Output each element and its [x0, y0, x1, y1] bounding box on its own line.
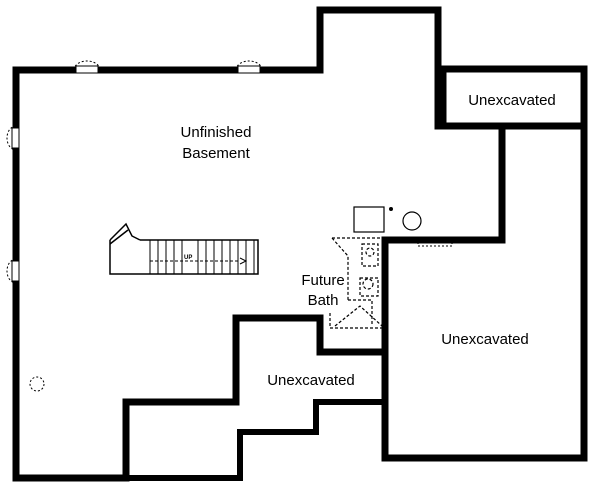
unfinished-basement-label-line2: Basement	[182, 145, 250, 162]
stair-direction-label: UP	[184, 255, 192, 261]
staircase	[109, 222, 259, 275]
basement-outer-wall	[12, 6, 506, 482]
unfinished-basement-label-line1: Unfinished	[181, 124, 252, 141]
unexcavated-bottom-room	[123, 315, 388, 481]
future-bath-label-line2: Bath	[308, 292, 339, 309]
drain-dot-icon	[389, 207, 393, 211]
window-icon	[6, 60, 263, 284]
unexcavated-top-right-label: Unexcavated	[468, 92, 556, 109]
floor-drain-icon	[29, 376, 45, 392]
unexcavated-right-room	[381, 122, 588, 462]
furnace-icon	[353, 206, 385, 233]
unexcavated-right-label: Unexcavated	[441, 331, 529, 348]
unexcavated-bottom-label: Unexcavated	[267, 372, 355, 389]
future-bath-label-line1: Future	[301, 272, 344, 289]
water-heater-icon	[402, 211, 422, 231]
future-bath-outline	[329, 237, 386, 329]
sump-icon	[417, 239, 453, 247]
